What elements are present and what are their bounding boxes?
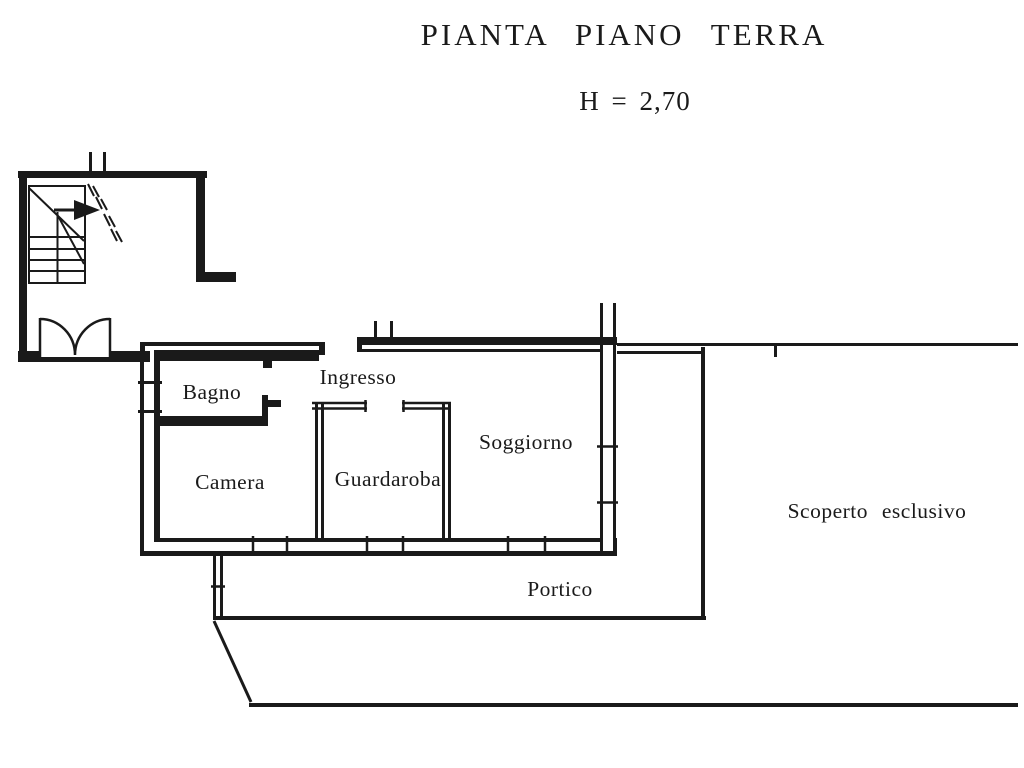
stairwell-walls	[18, 152, 236, 362]
bagno-walls	[154, 350, 319, 426]
room-label-portico: Portico	[527, 577, 593, 601]
apartment-walls	[140, 321, 617, 556]
left-wall-window	[138, 381, 162, 413]
bottom-wall-windows	[251, 536, 547, 556]
boundary-lines	[249, 343, 1018, 707]
double-entry-door	[18, 317, 150, 362]
room-label-camera: Camera	[195, 470, 265, 494]
room-label-guardaroba: Guardaroba	[335, 467, 441, 491]
height-note: H = 2,70	[579, 86, 690, 116]
guardaroba-walls	[312, 400, 451, 540]
stair-cut-marks	[87, 183, 123, 243]
room-label-soggiorno: Soggiorno	[479, 430, 573, 454]
soggiorno-right-wall	[597, 303, 618, 553]
staircase	[28, 185, 86, 284]
portico-walls	[211, 347, 706, 703]
room-label-ingresso: Ingresso	[320, 365, 397, 389]
stair-direction-arrow	[54, 200, 100, 220]
room-label-bagno: Bagno	[183, 380, 242, 404]
page-title: PIANTA PIANO TERRA	[421, 17, 828, 52]
room-label-scoperto-esclusivo: Scoperto esclusivo	[788, 499, 967, 523]
